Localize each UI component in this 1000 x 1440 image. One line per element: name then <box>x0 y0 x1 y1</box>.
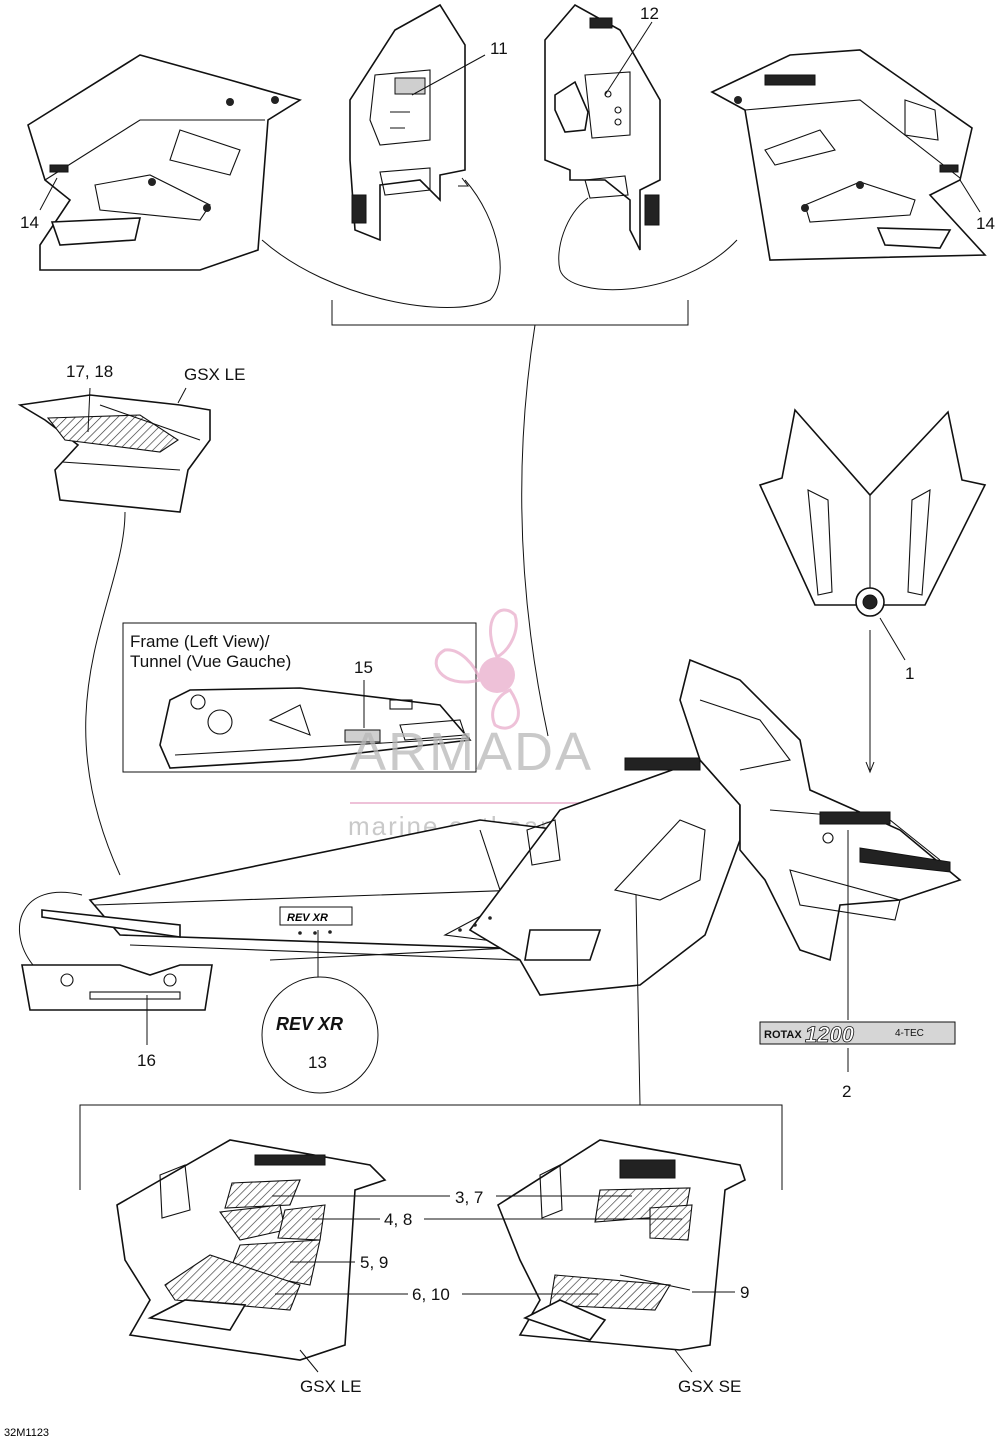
watermark-name: ARMADA <box>350 722 593 782</box>
svg-text:13: 13 <box>308 1053 327 1072</box>
svg-text:REV XR: REV XR <box>287 912 328 924</box>
callout-6-10: 6, 10 <box>275 1285 598 1304</box>
snowmobile-body <box>41 658 962 996</box>
svg-text:14: 14 <box>20 213 39 232</box>
svg-text:12: 12 <box>640 4 659 23</box>
svg-text:17, 18: 17, 18 <box>66 362 113 381</box>
top-connector-lines <box>261 177 738 737</box>
svg-text:9: 9 <box>740 1283 749 1302</box>
label-gsx-se-bottom: GSX SE <box>674 1349 741 1396</box>
left-console-panel <box>349 3 466 242</box>
svg-text:11: 11 <box>490 39 508 58</box>
revxr-detail-circle: REV XR 13 <box>261 976 379 1094</box>
figure-code: 32M1123 <box>4 1427 49 1439</box>
watermark-propeller-logo <box>434 608 520 730</box>
gsx-se-lower-panel <box>497 1139 746 1351</box>
gsx-le-upper-connector <box>85 511 126 876</box>
svg-text:1: 1 <box>905 664 914 683</box>
svg-text:15: 15 <box>354 658 373 677</box>
callout-5-9: 5, 9 <box>290 1253 388 1272</box>
svg-text:ROTAX: ROTAX <box>764 1029 802 1041</box>
right-console-panel <box>544 3 661 251</box>
callout-11: 11 <box>411 39 508 96</box>
right-side-panel <box>710 49 987 261</box>
hood <box>758 408 987 617</box>
svg-text:1200: 1200 <box>805 1022 855 1047</box>
callout-3-7: 3, 7 <box>272 1188 632 1207</box>
callout-16: 16 <box>137 995 156 1070</box>
svg-text:REV XR: REV XR <box>276 1014 343 1034</box>
svg-text:GSX LE: GSX LE <box>184 365 245 384</box>
svg-text:3, 7: 3, 7 <box>455 1188 483 1207</box>
revxr-tunnel-decal: REV XR <box>279 906 353 926</box>
frame-inset-box: Frame (Left View)/ Tunnel (Vue Gauche) <box>122 622 477 773</box>
svg-text:GSX SE: GSX SE <box>678 1377 741 1396</box>
svg-text:6, 10: 6, 10 <box>412 1285 450 1304</box>
svg-text:16: 16 <box>137 1051 156 1070</box>
callout-9: 9 <box>692 1283 749 1302</box>
rear-flap-connector <box>18 891 83 966</box>
svg-text:2: 2 <box>842 1082 851 1101</box>
label-gsx-le-bottom: GSX LE <box>299 1349 361 1396</box>
callout-12: 12 <box>604 4 659 96</box>
svg-text:4-TEC: 4-TEC <box>895 1028 924 1039</box>
svg-text:Tunnel (Vue Gauche): Tunnel (Vue Gauche) <box>130 652 291 671</box>
gsx-le-upper-panel <box>17 394 211 513</box>
bottom-bracket <box>79 894 783 1190</box>
callout-1: 1 <box>879 617 914 683</box>
svg-text:GSX LE: GSX LE <box>300 1377 361 1396</box>
callout-15: 15 <box>354 658 373 728</box>
svg-text:4, 8: 4, 8 <box>384 1210 412 1229</box>
callout-14-left: 14 <box>20 177 58 232</box>
svg-text:5, 9: 5, 9 <box>360 1253 388 1272</box>
rotax-1200-decal: ROTAX 1200 4-TEC <box>759 1021 956 1047</box>
left-side-panel <box>27 54 302 271</box>
callout-14-right: 14 <box>959 179 995 233</box>
callout-4-8: 4, 8 <box>312 1210 682 1229</box>
rear-flap <box>21 964 213 1011</box>
svg-text:Frame (Left View)/: Frame (Left View)/ <box>130 632 270 651</box>
svg-text:14: 14 <box>976 214 995 233</box>
callout-17-18: 17, 18 <box>66 362 113 433</box>
callout-2: 2 <box>842 830 851 1101</box>
gsx-le-lower-panel <box>116 1139 387 1361</box>
label-gsx-le-top: GSX LE <box>177 365 245 404</box>
